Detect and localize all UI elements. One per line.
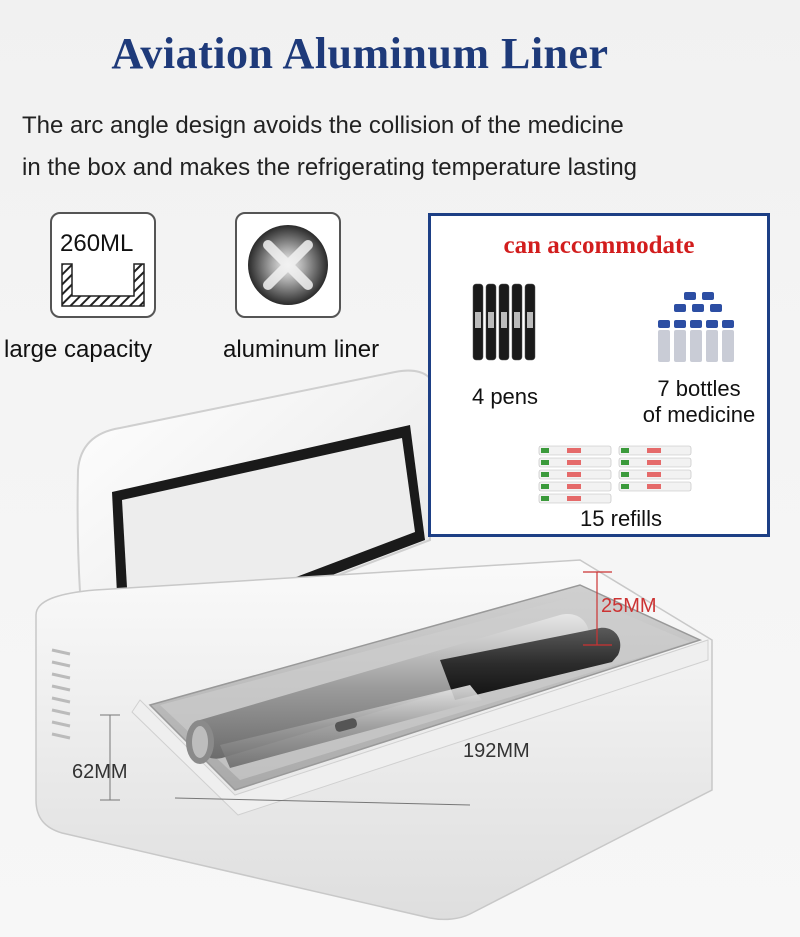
depth-dimension-label: 25MM [601, 595, 657, 617]
pens-label: 4 pens [471, 384, 539, 409]
pens-icon [472, 283, 536, 361]
capacity-icon [61, 263, 145, 307]
refills-icon [538, 445, 692, 504]
capacity-label: large capacity [4, 336, 153, 363]
aluminum-liner-icon [248, 225, 328, 305]
length-dimension-label: 192MM [463, 740, 530, 762]
panel-title: can accommodate [503, 232, 695, 259]
bottles-label-line-2: of medicine [642, 402, 756, 427]
depth-marker [583, 571, 612, 646]
capacity-panel: can accommodate 4 pens [428, 213, 770, 537]
height-dimension-label: 62MM [72, 761, 128, 783]
page-title: Aviation Aluminum Liner [111, 29, 609, 78]
description-line-2: in the box and makes the refrigerating t… [22, 154, 638, 181]
refills-label: 15 refills [580, 506, 662, 531]
bottles-icon [658, 292, 734, 362]
capacity-badge: 260ML [60, 230, 134, 257]
bottles-label-line-1: 7 bottles [657, 376, 741, 401]
insulin-pens [186, 614, 621, 768]
length-marker [174, 797, 471, 806]
capacity-feature-box: 260ML [50, 212, 156, 318]
height-marker [100, 714, 120, 801]
description-line-1: The arc angle design avoids the collisio… [22, 112, 624, 139]
bottles-label: 7 bottles of medicine [626, 376, 772, 428]
liner-feature-box [235, 212, 341, 318]
liner-label: aluminum liner [223, 336, 380, 363]
